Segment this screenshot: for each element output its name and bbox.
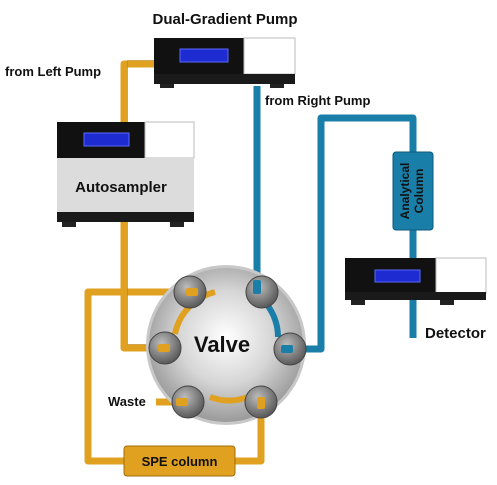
analytical-label-line2: Column bbox=[412, 169, 426, 214]
analytical-label-line1: Analytical bbox=[398, 163, 412, 220]
pump-front-panel bbox=[243, 37, 296, 75]
valve-port bbox=[245, 275, 279, 309]
dual-gradient-pump bbox=[154, 37, 296, 88]
valve-label: Valve bbox=[194, 332, 250, 357]
pump-title: Dual-Gradient Pump bbox=[152, 11, 297, 28]
spe-outlet-line bbox=[234, 406, 265, 465]
autosampler-label: Autosampler bbox=[75, 179, 167, 196]
spe-inlet-line bbox=[84, 288, 190, 465]
analytical-column: Analytical Column bbox=[392, 151, 434, 231]
valve: Valve bbox=[146, 265, 307, 425]
autosampler-display bbox=[83, 132, 130, 147]
spe-column: SPE column bbox=[123, 445, 236, 477]
left-pump-label: from Left Pump bbox=[5, 64, 101, 79]
autosampler: Autosampler bbox=[57, 121, 195, 227]
pump-display bbox=[179, 48, 229, 63]
detector-label: Detector bbox=[425, 325, 486, 342]
detector-display bbox=[374, 269, 421, 283]
waste-label: Waste bbox=[108, 394, 146, 409]
detector bbox=[345, 257, 487, 305]
spe-column-label: SPE column bbox=[142, 454, 218, 469]
right-pump-label: from Right Pump bbox=[265, 93, 370, 108]
valve-arc-blue bbox=[265, 304, 281, 338]
autosampler-panel bbox=[57, 158, 194, 212]
